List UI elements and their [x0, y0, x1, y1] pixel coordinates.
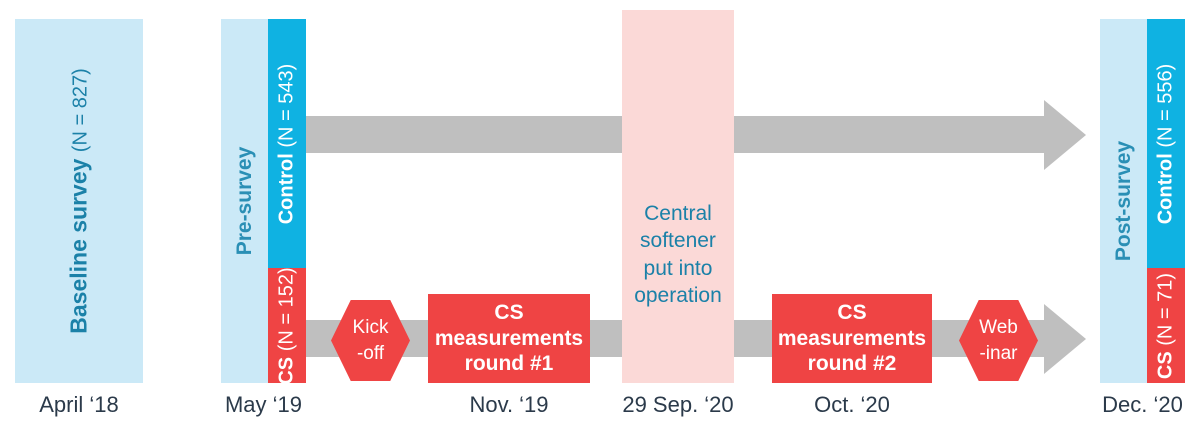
post-survey-cs-n: (N = 71) — [1154, 272, 1177, 346]
post-survey-control-n: (N = 556) — [1154, 63, 1177, 148]
pre-survey-label: Pre-survey — [232, 146, 256, 256]
pre-survey-cs-title: CS — [275, 356, 298, 385]
date-label-dec-20: Dec. ‘20 — [1102, 392, 1183, 417]
round2-line-3: round #2 — [807, 352, 897, 376]
softener-line-4: operation — [634, 283, 722, 307]
date-label-29-sep-20: 29 Sep. ‘20 — [622, 392, 734, 417]
baseline-survey-block: Baseline survey (N = 827) — [15, 19, 143, 383]
softener-line-2: softener — [640, 229, 716, 253]
control-group-arrow-head — [1044, 99, 1086, 170]
webinar-line-1: Web — [979, 316, 1018, 338]
central-softener-block: Central softener put into operation — [622, 10, 734, 383]
pre-survey-control-label: Control (N = 543) — [275, 63, 298, 224]
cs-measurements-round-2-box: CS measurements round #2 — [772, 294, 932, 383]
kickoff-line-1: Kick — [352, 316, 389, 338]
round2-line-1: CS — [837, 301, 867, 325]
webinar-hexagon: Web -inar — [959, 300, 1038, 381]
pre-survey-control-block: Control (N = 543) — [268, 19, 306, 268]
cs-measurements-round-1-box: CS measurements round #1 — [428, 294, 590, 383]
central-softener-label: Central softener put into operation — [622, 200, 734, 309]
round1-line-1: CS — [494, 301, 524, 325]
post-survey-control-block: Control (N = 556) — [1147, 19, 1185, 268]
kickoff-label: Kick -off — [353, 315, 389, 366]
post-survey-cs-block: CS (N = 71) — [1147, 268, 1185, 383]
pre-survey-control-title: Control — [275, 152, 298, 224]
pre-survey-block: Pre-survey — [221, 19, 268, 383]
baseline-survey-label: Baseline survey (N = 827) — [65, 68, 92, 334]
kickoff-line-2: -off — [356, 342, 385, 364]
post-survey-cs-label: CS (N = 71) — [1154, 272, 1177, 379]
softener-line-3: put into — [643, 256, 713, 280]
softener-line-1: Central — [644, 202, 712, 225]
date-label-nov-19: Nov. ‘19 — [469, 392, 549, 417]
round1-line-2: measurements — [434, 326, 584, 350]
cs-group-arrow-head — [1044, 303, 1086, 374]
webinar-line-2: -inar — [979, 342, 1018, 364]
date-label-april-18: April ‘18 — [39, 392, 119, 417]
post-survey-cs-title: CS — [1154, 350, 1177, 379]
cs-measurements-round-1-label: CS measurements round #1 — [435, 300, 583, 377]
date-label-oct-20: Oct. ‘20 — [814, 392, 890, 417]
post-survey-control-label: Control (N = 556) — [1154, 63, 1177, 224]
baseline-survey-n: (N = 827) — [69, 68, 92, 153]
post-survey-label: Post-survey — [1111, 140, 1135, 262]
pre-survey-control-n: (N = 543) — [275, 63, 298, 148]
cs-measurements-round-2-label: CS measurements round #2 — [778, 300, 926, 377]
pre-survey-cs-block: CS (N = 152) — [268, 266, 306, 385]
webinar-label: Web -inar — [979, 315, 1018, 366]
post-survey-control-title: Control — [1154, 152, 1177, 224]
baseline-survey-title: Baseline survey — [65, 158, 92, 334]
kickoff-hexagon: Kick -off — [331, 300, 410, 381]
pre-survey-cs-n: (N = 152) — [275, 266, 298, 351]
date-label-may-19: May ‘19 — [224, 392, 303, 417]
pre-survey-cs-label: CS (N = 152) — [275, 266, 298, 385]
round1-line-3: round #1 — [464, 352, 554, 376]
round2-line-2: measurements — [777, 326, 927, 350]
post-survey-block: Post-survey — [1100, 19, 1147, 383]
